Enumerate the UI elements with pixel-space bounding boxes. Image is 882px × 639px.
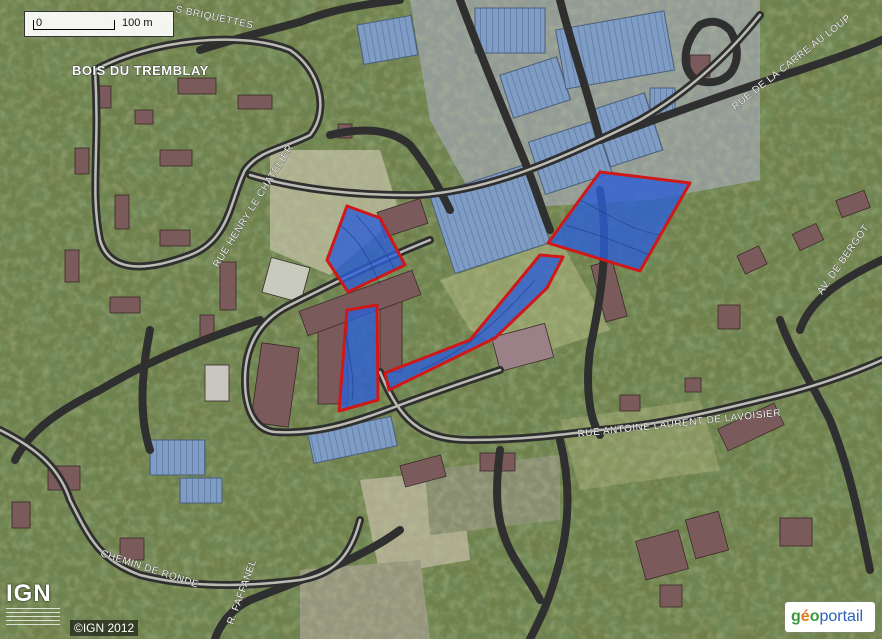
place-label-bois-du-tremblay: BOIS DU TREMBLAY (72, 63, 209, 78)
parcel-4[interactable] (546, 170, 692, 273)
scale-bar-zero-label: 0 (36, 17, 43, 29)
geoportail-logo-o: o (809, 608, 820, 625)
parcel-2[interactable] (337, 303, 380, 413)
ign-logo-subtext (6, 608, 60, 628)
geoportail-logo[interactable]: géoportail (785, 602, 875, 632)
buildings-blue (149, 7, 676, 504)
copyright-notice: ©IGN 2012 (70, 620, 139, 636)
highlighted-parcels[interactable] (325, 170, 692, 413)
parcel-3[interactable] (383, 253, 565, 392)
ign-logo-text: IGN (6, 580, 52, 607)
scale-bar-line (33, 20, 115, 30)
geoportail-logo-g: g (791, 608, 801, 625)
buildings-brown (11, 54, 871, 608)
ign-logo: IGN (6, 582, 68, 634)
geoportail-logo-e: é (800, 608, 810, 625)
parcel-1[interactable] (325, 204, 407, 294)
parcel-hatching (339, 199, 661, 401)
geoportail-logo-rest: portail (819, 608, 864, 625)
scale-bar-distance-label: 100 m (122, 17, 153, 29)
scale-bar: 0 100 m (24, 11, 174, 37)
